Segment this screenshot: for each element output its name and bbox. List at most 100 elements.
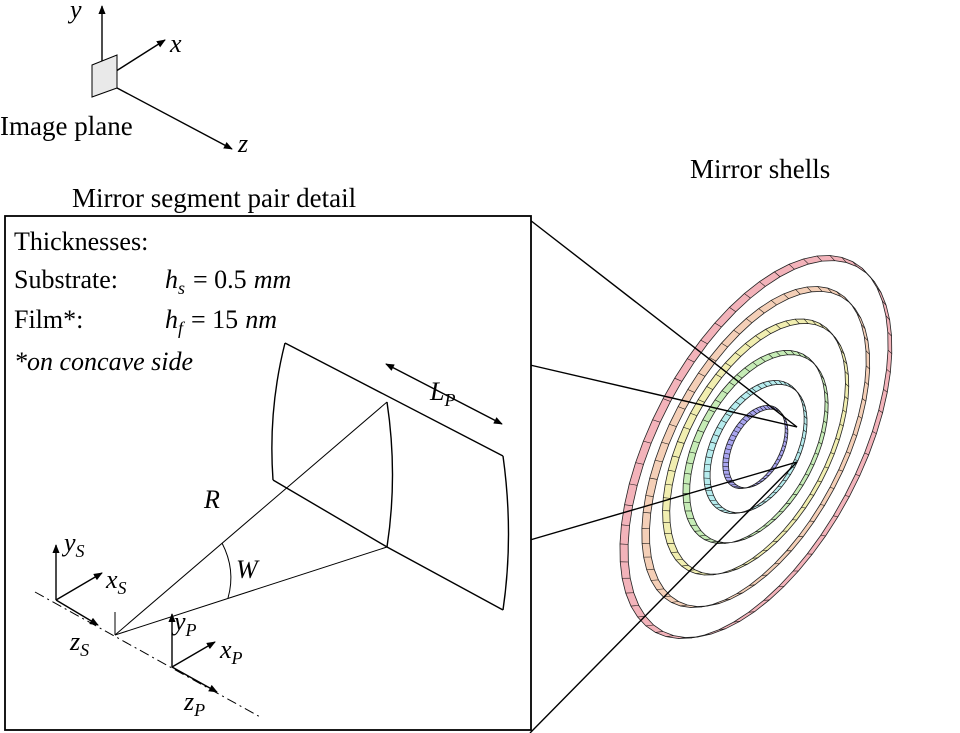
xs-sub: S (118, 578, 127, 598)
shell-grid-line (710, 541, 717, 543)
label-Lp-sub: P (443, 390, 455, 410)
shell-grid-line (762, 405, 767, 410)
shell-grid-line (829, 255, 835, 261)
shell-grid-line (683, 483, 690, 485)
shell-grid-line (645, 624, 654, 627)
shell-grid-line (702, 419, 710, 423)
shell-grid-line (813, 362, 818, 367)
shell-grid-line (760, 357, 766, 362)
shell-grid-line (783, 440, 787, 443)
shell-grid-line (681, 565, 689, 567)
shell-grid-line (733, 329, 740, 335)
shell-grid-line (794, 459, 799, 461)
shell-band (703, 380, 808, 514)
shell-grid-line (745, 343, 751, 348)
shell-grid-line (765, 329, 771, 334)
shell-grid-line (773, 380, 778, 385)
shell-grid-line (824, 391, 828, 395)
shell-grid-line (677, 441, 685, 444)
length-arrow (385, 363, 503, 425)
film-value: = 15 (191, 305, 238, 334)
shell-grid-line (724, 511, 731, 513)
detail-title: Mirror segment pair detail (72, 183, 356, 213)
shell-grid-line (801, 507, 806, 509)
shell-grid-line (802, 403, 806, 408)
image-plane-axes: y x z Image plane (0, 0, 248, 158)
shell-grid-line (824, 410, 829, 414)
shell-grid-line (794, 389, 799, 394)
shell-grid-line (672, 455, 680, 458)
shell-grid-line (791, 385, 796, 390)
mirror-shell-4 (682, 350, 829, 544)
shell-grid-line (712, 503, 719, 505)
zoom-line-lower (529, 461, 798, 541)
zoom-line-upper (529, 364, 798, 428)
shell-grid-line (725, 362, 732, 367)
ray-to-top (114, 401, 388, 636)
shell-grid-line (690, 606, 698, 608)
segment-right-edge (502, 455, 510, 611)
segment-frame-p: yP xP zP (168, 607, 243, 720)
shell-grid-line (784, 427, 789, 431)
ys-sub: S (76, 541, 85, 561)
shell-grid-line (721, 342, 728, 348)
shell-grid-line (684, 472, 692, 475)
shell-grid-line (745, 415, 751, 419)
shell-grid-line (748, 611, 755, 613)
shell-grid-line (774, 463, 778, 465)
shell-grid-line (668, 469, 676, 472)
shell-grid-line (712, 603, 719, 605)
shell-grid-line (766, 405, 771, 410)
shell-grid-line (704, 463, 711, 466)
xs-main: x (105, 565, 118, 594)
shell-grid-line (716, 427, 723, 430)
shell-grid-line (776, 351, 781, 357)
shell-grid-line (699, 535, 706, 537)
shell-grid-line (739, 538, 745, 541)
axis-label-x: x (169, 29, 182, 58)
shell-grid-line (803, 354, 808, 359)
shell-grid-line (700, 339, 708, 345)
shell-grid-line (808, 357, 813, 363)
shell-grid-line (690, 636, 698, 639)
shell-grid-line (842, 409, 847, 413)
shell-grid-line (820, 375, 825, 380)
xp-arrow (171, 641, 216, 668)
shell-grid-line (643, 440, 652, 444)
shell-grid-line (731, 541, 738, 543)
shell-grid-line (649, 477, 658, 480)
yp-sub: P (185, 620, 197, 640)
shell-grid-line (669, 424, 677, 427)
shell-grid-line (716, 507, 723, 509)
shell-grid-line (708, 409, 715, 413)
mirror-shells (619, 255, 893, 639)
shell-grid-line (720, 420, 727, 423)
shell-grid-line (865, 350, 870, 355)
shell-grid-line (675, 559, 683, 561)
angle-arc (221, 542, 232, 599)
shell-grid-line (794, 318, 800, 324)
shell-grid-line (656, 588, 664, 590)
zp-arrow (171, 666, 218, 693)
shell-grid-line (864, 381, 869, 385)
shell-grid-line (817, 480, 822, 483)
shell-grid-line (779, 454, 783, 457)
shell-grid-line (840, 350, 845, 355)
shell-grid-line (738, 487, 744, 489)
shell-grid-line (818, 441, 823, 445)
shell-grid-line (844, 495, 850, 497)
shell-grid-line (852, 433, 857, 437)
shell-grid-line (635, 462, 644, 465)
zoom-line-bottom (529, 461, 798, 733)
shell-grid-line (803, 429, 807, 433)
shell-grid-line (704, 633, 712, 636)
zoom-connectors (529, 219, 798, 733)
shell-grid-line (865, 365, 870, 370)
shell-grid-line (693, 440, 700, 444)
label-yp: yP (171, 607, 197, 640)
mirror-shell-5 (703, 380, 808, 514)
shell-grid-line (694, 530, 702, 532)
shell-grid-line (733, 430, 739, 433)
shell-grid-line (829, 487, 835, 489)
mirror-shell-3 (662, 318, 850, 576)
